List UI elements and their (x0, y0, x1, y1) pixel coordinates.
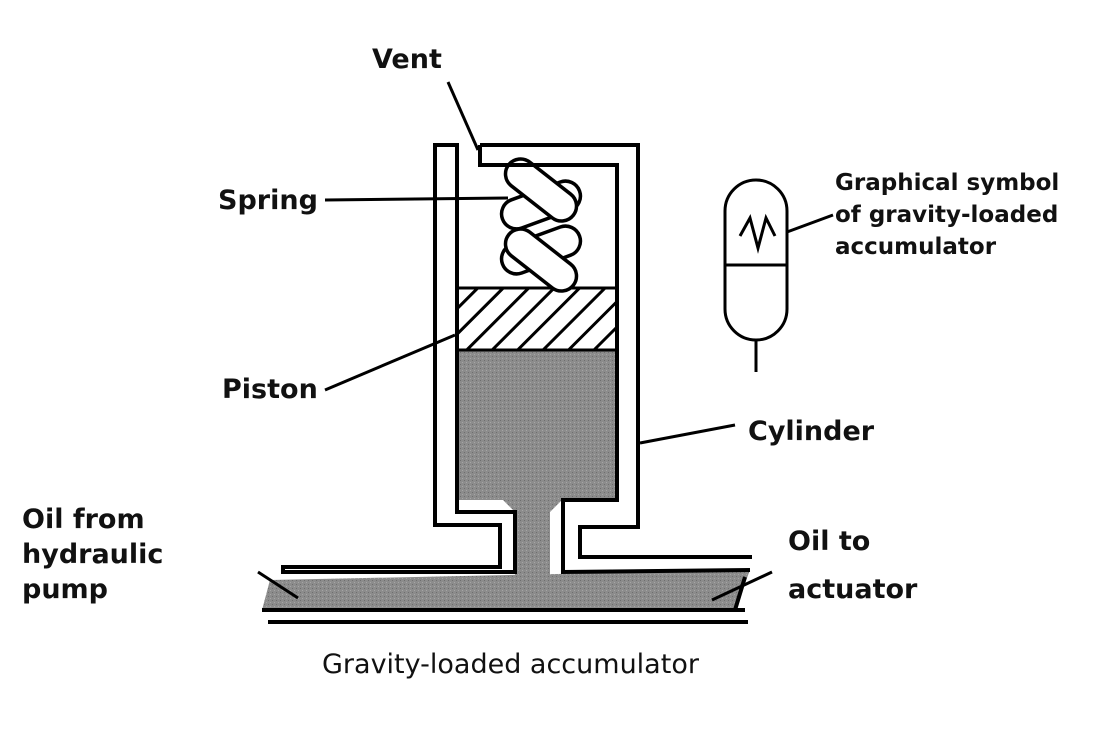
piston-label: Piston (222, 374, 318, 405)
symbol-label-2: of gravity-loaded (835, 202, 1058, 228)
oil-from-label-1: Oil from (22, 504, 145, 535)
symbol-label-3: accumulator (835, 234, 997, 260)
vent-label: Vent (372, 44, 442, 75)
oil-to-label-1: Oil to (788, 526, 870, 557)
pipe-right-lower (733, 576, 747, 611)
oil-from-label-2: hydraulic (22, 539, 163, 570)
piston-leader (324, 333, 456, 392)
outlet-arrow (711, 570, 773, 602)
symbol-label-1: Graphical symbol (835, 170, 1059, 196)
oil-to-label-2: actuator (788, 574, 918, 605)
piston (455, 286, 619, 352)
graphical-symbol (723, 178, 834, 372)
spring (499, 157, 583, 293)
spring-leader (324, 196, 509, 202)
cylinder-label: Cylinder (748, 416, 875, 447)
oil-from-label-3: pump (22, 574, 108, 605)
inlet-arrow (257, 570, 299, 600)
spring-label: Spring (218, 185, 318, 216)
diagram-caption: Gravity-loaded accumulator (322, 649, 700, 680)
cylinder-oil (457, 350, 617, 585)
pipe-oil (262, 570, 750, 610)
vent-leader (446, 81, 480, 151)
cylinder-left-wall (281, 143, 517, 574)
cylinder-leader (639, 423, 736, 445)
